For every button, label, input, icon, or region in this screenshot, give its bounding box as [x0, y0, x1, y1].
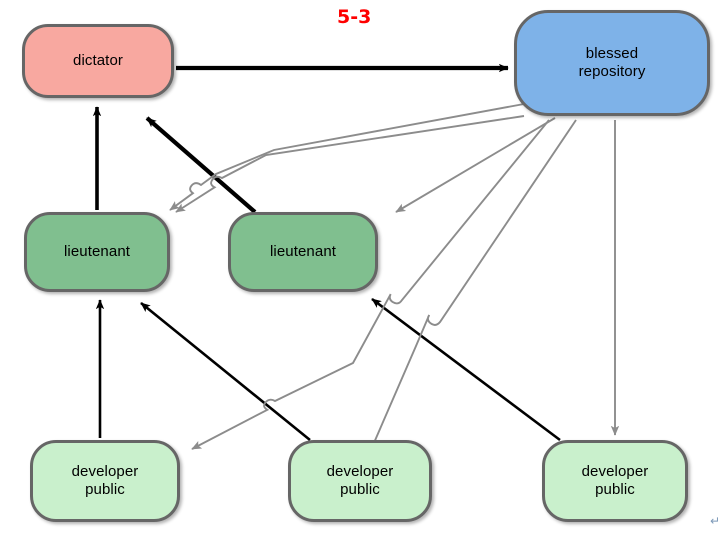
- node-lieutenant-2-label: lieutenant: [269, 242, 337, 260]
- edge-blessed-to-developer2: [369, 119, 577, 453]
- node-developer-public-3[interactable]: developer public: [542, 440, 688, 522]
- edge-blessed-to-developer1: [191, 119, 550, 450]
- edge-blessed-to-lieutenant1-visible: [175, 115, 525, 213]
- node-developer-public-1[interactable]: developer public: [30, 440, 180, 522]
- node-developer-public-1-label: developer public: [71, 462, 139, 498]
- node-developer-public-2-label: developer public: [326, 462, 394, 498]
- node-lieutenant-1[interactable]: lieutenant: [24, 212, 170, 292]
- node-blessed-repository-label: blessed repository: [578, 44, 646, 80]
- edge-blessed-to-lieutenant2: [395, 117, 556, 213]
- node-blessed-repository[interactable]: blessed repository: [514, 10, 710, 116]
- edge-developer2-to-lieutenant1: [140, 301, 311, 442]
- edge-developer3-to-lieutenant2: [371, 297, 561, 442]
- node-developer-public-3-label: developer public: [581, 462, 649, 498]
- node-developer-public-2[interactable]: developer public: [288, 440, 432, 522]
- node-lieutenant-1-label: lieutenant: [63, 242, 131, 260]
- node-lieutenant-2[interactable]: lieutenant: [228, 212, 378, 292]
- edge-blessed-to-dictator: [169, 103, 525, 211]
- node-dictator-label: dictator: [73, 51, 123, 69]
- paragraph-mark-icon: ↵: [710, 514, 721, 528]
- node-dictator[interactable]: dictator: [22, 24, 174, 98]
- edge-lieutenant2-to-dictator: [145, 116, 257, 214]
- figure-number-label: 5-3: [337, 6, 372, 28]
